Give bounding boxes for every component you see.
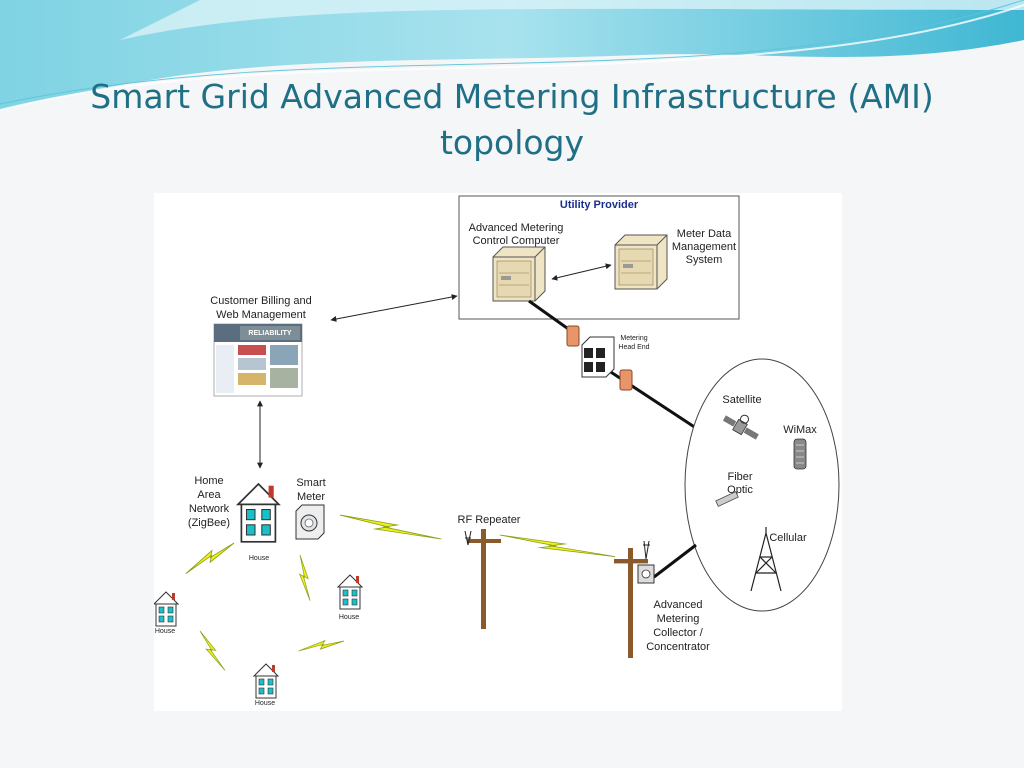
collector-label-3: Collector / xyxy=(653,627,703,639)
mdms-label-3: System xyxy=(686,254,723,266)
rf-repeater: RF Repeater xyxy=(458,514,521,629)
head-end-chain: Metering Head End xyxy=(528,299,700,432)
han-label-1: Home xyxy=(194,475,223,487)
head-end-icon xyxy=(581,336,615,378)
ami-topology-diagram: Utility Provider Advanced Metering Contr… xyxy=(154,195,840,707)
head-end-label-2: Head End xyxy=(618,344,649,351)
house-label: House xyxy=(155,628,175,635)
billing-amcc-link xyxy=(330,294,458,322)
mdms-label-1: Meter Data xyxy=(677,228,732,240)
header-wave-line xyxy=(0,4,1024,111)
collector-label-1: Advanced xyxy=(654,599,703,611)
house-label: House xyxy=(249,555,269,562)
utility-provider-box: Utility Provider Advanced Metering Contr… xyxy=(458,195,740,320)
collector-label-4: Concentrator xyxy=(646,641,710,653)
cell-tower-icon xyxy=(750,527,782,592)
fiber-label-1: Fiber xyxy=(727,471,752,483)
han-label-2: Area xyxy=(197,489,221,501)
antenna-icon xyxy=(643,540,650,560)
house-icon xyxy=(337,574,363,610)
lightning-bolt-icon xyxy=(188,630,237,671)
utility-provider-title: Utility Provider xyxy=(560,199,639,211)
lightning-bolt-icon xyxy=(185,529,235,588)
firewall-icon xyxy=(566,325,580,347)
wimax-label: WiMax xyxy=(783,424,817,436)
house-label: House xyxy=(255,700,275,707)
amcc-label-2: Control Computer xyxy=(473,235,560,247)
collector-label-2: Metering xyxy=(657,613,700,625)
amcc-label-1: Advanced Metering xyxy=(469,222,564,234)
han-label-4: (ZigBee) xyxy=(188,517,230,529)
header-wave-highlight xyxy=(120,0,1024,40)
house-icon xyxy=(237,483,280,543)
han-label-3: Network xyxy=(189,503,230,515)
header-wave xyxy=(0,0,1024,110)
lightning-bolt-icon xyxy=(298,624,345,668)
lightning-bolt-icon xyxy=(283,554,327,601)
collector: Advanced Metering Collector / Concentrat… xyxy=(614,540,710,658)
billing-label-2: Web Management xyxy=(216,309,306,321)
smart-meter-label-1: Smart xyxy=(296,477,325,489)
collector-wan-link xyxy=(653,543,697,579)
smart-meter-icon xyxy=(295,504,325,540)
house-label: House xyxy=(339,614,359,621)
utility-pole-icon xyxy=(467,529,501,629)
billing-banner-text: RELIABILITY xyxy=(248,330,291,337)
wimax-antenna-icon xyxy=(793,438,807,470)
home-area-network: Home Area Network (ZigBee) House Smart M… xyxy=(154,475,363,707)
billing-label-1: Customer Billing and xyxy=(210,295,312,307)
mdms-label-2: Management xyxy=(672,241,736,253)
collector-box-icon xyxy=(637,564,655,584)
server-icon xyxy=(614,234,668,290)
title-line-1: Smart Grid Advanced Metering Infrastruct… xyxy=(90,77,934,116)
head-end-label-1: Metering xyxy=(620,335,647,342)
fiber-cable-icon xyxy=(715,491,739,507)
antenna-icon xyxy=(464,530,472,546)
lightning-bolt-icon xyxy=(499,534,616,558)
wan-options: Satellite WiMax Fiber Optic Cellular xyxy=(684,358,840,612)
title-line-2: topology xyxy=(439,123,585,162)
server-icon xyxy=(492,246,546,302)
cellular-label: Cellular xyxy=(769,532,807,544)
firewall-icon xyxy=(619,369,633,391)
satellite-label: Satellite xyxy=(722,394,761,406)
house-icon xyxy=(253,663,279,699)
house-icon xyxy=(154,591,179,627)
lightning-bolt-icon xyxy=(339,514,443,540)
smart-meter-label-2: Meter xyxy=(297,491,325,503)
amcc-mdms-link xyxy=(551,263,612,281)
satellite-icon xyxy=(722,414,759,440)
rf-repeater-label: RF Repeater xyxy=(458,514,521,526)
website-screenshot-icon: RELIABILITY xyxy=(213,323,303,397)
slide-title: Smart Grid Advanced Metering Infrastruct… xyxy=(40,74,984,166)
customer-billing: Customer Billing and Web Management RELI… xyxy=(210,294,458,469)
